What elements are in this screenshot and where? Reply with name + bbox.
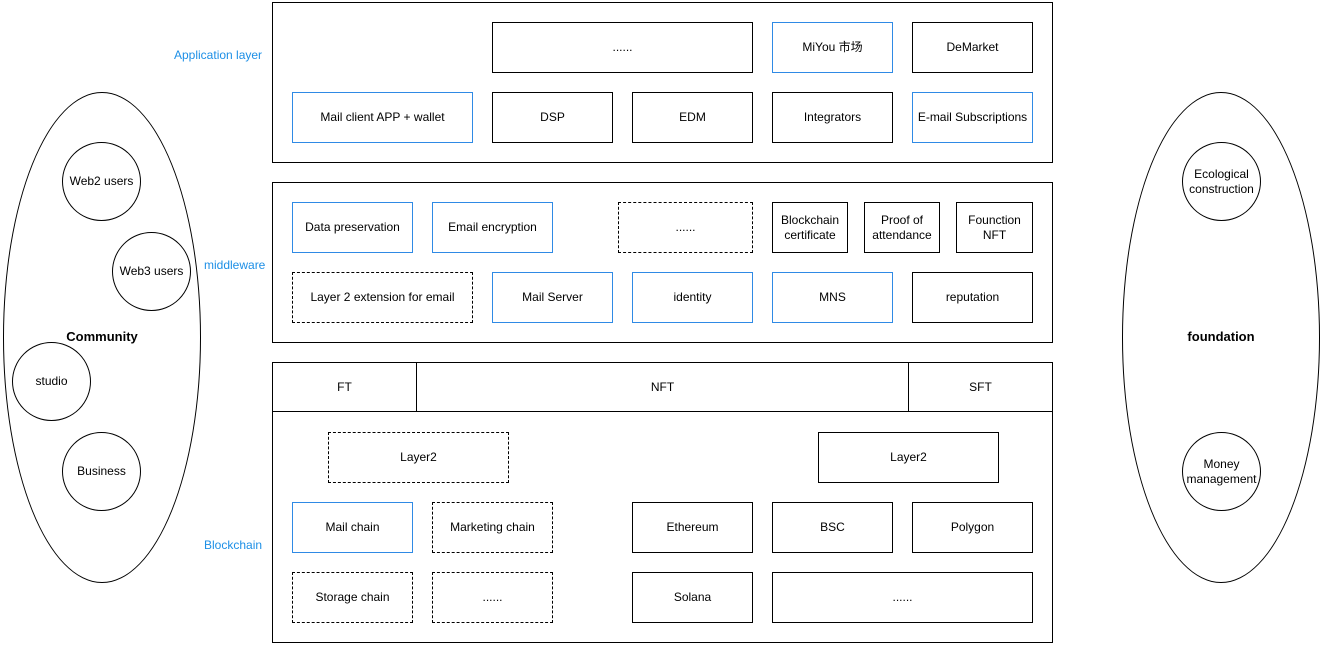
bc-more-left-box: ...... bbox=[432, 572, 553, 623]
mw-function-nft-box: Founction NFT bbox=[956, 202, 1033, 253]
bc-bsc-box: BSC bbox=[772, 502, 893, 553]
mw-identity-box: identity bbox=[632, 272, 753, 323]
foundation-label: foundation bbox=[1187, 329, 1255, 344]
mw-proof-of-attendance-box: Proof of attendance bbox=[864, 202, 940, 253]
bc-layer2-left-box: Layer2 bbox=[328, 432, 509, 483]
mw-mns-box: MNS bbox=[772, 272, 893, 323]
mw-blockchain-certificate-box: Blockchain certificate bbox=[772, 202, 848, 253]
bc-solana-box: Solana bbox=[632, 572, 753, 623]
application-layer-label: Application layer bbox=[174, 48, 263, 62]
app-dsp-box: DSP bbox=[492, 92, 613, 143]
bc-mail-chain-box: Mail chain bbox=[292, 502, 413, 553]
token-divider-nft-sft bbox=[908, 362, 909, 412]
mw-layer2-extension-box: Layer 2 extension for email bbox=[292, 272, 473, 323]
token-divider-ft-nft bbox=[416, 362, 417, 412]
token-ft-cell: FT bbox=[337, 379, 352, 394]
mw-email-encryption-box: Email encryption bbox=[432, 202, 553, 253]
mw-data-preservation-box: Data preservation bbox=[292, 202, 413, 253]
mw-reputation-box: reputation bbox=[912, 272, 1033, 323]
app-more-box: ...... bbox=[492, 22, 753, 73]
foundation-money-management: Money management bbox=[1182, 432, 1261, 511]
community-web2-users: Web2 users bbox=[62, 142, 141, 221]
middleware-layer-label: middleware bbox=[204, 258, 266, 272]
community-web3-users: Web3 users bbox=[112, 232, 191, 311]
app-edm-box: EDM bbox=[632, 92, 753, 143]
mw-mail-server-box: Mail Server bbox=[492, 272, 613, 323]
blockchain-layer-label: Blockchain bbox=[204, 538, 263, 552]
token-sft-cell: SFT bbox=[969, 379, 992, 394]
bc-marketing-chain-box: Marketing chain bbox=[432, 502, 553, 553]
bc-more-right-box: ...... bbox=[772, 572, 1033, 623]
app-miyou-market-box: MiYou 市场 bbox=[772, 22, 893, 73]
bc-layer2-right-box: Layer2 bbox=[818, 432, 999, 483]
community-business: Business bbox=[62, 432, 141, 511]
bc-ethereum-box: Ethereum bbox=[632, 502, 753, 553]
app-email-subscriptions-box: E-mail Subscriptions bbox=[912, 92, 1033, 143]
community-label: Community bbox=[66, 329, 138, 344]
bc-storage-chain-box: Storage chain bbox=[292, 572, 413, 623]
foundation-ecological-construction: Ecological construction bbox=[1182, 142, 1261, 221]
community-studio: studio bbox=[12, 342, 91, 421]
token-nft-cell: NFT bbox=[650, 379, 675, 394]
token-strip-divider bbox=[272, 411, 1053, 412]
app-demarket-box: DeMarket bbox=[912, 22, 1033, 73]
app-integrators-box: Integrators bbox=[772, 92, 893, 143]
bc-polygon-box: Polygon bbox=[912, 502, 1033, 553]
mw-more-box: ...... bbox=[618, 202, 753, 253]
app-mail-client-box: Mail client APP + wallet bbox=[292, 92, 473, 143]
